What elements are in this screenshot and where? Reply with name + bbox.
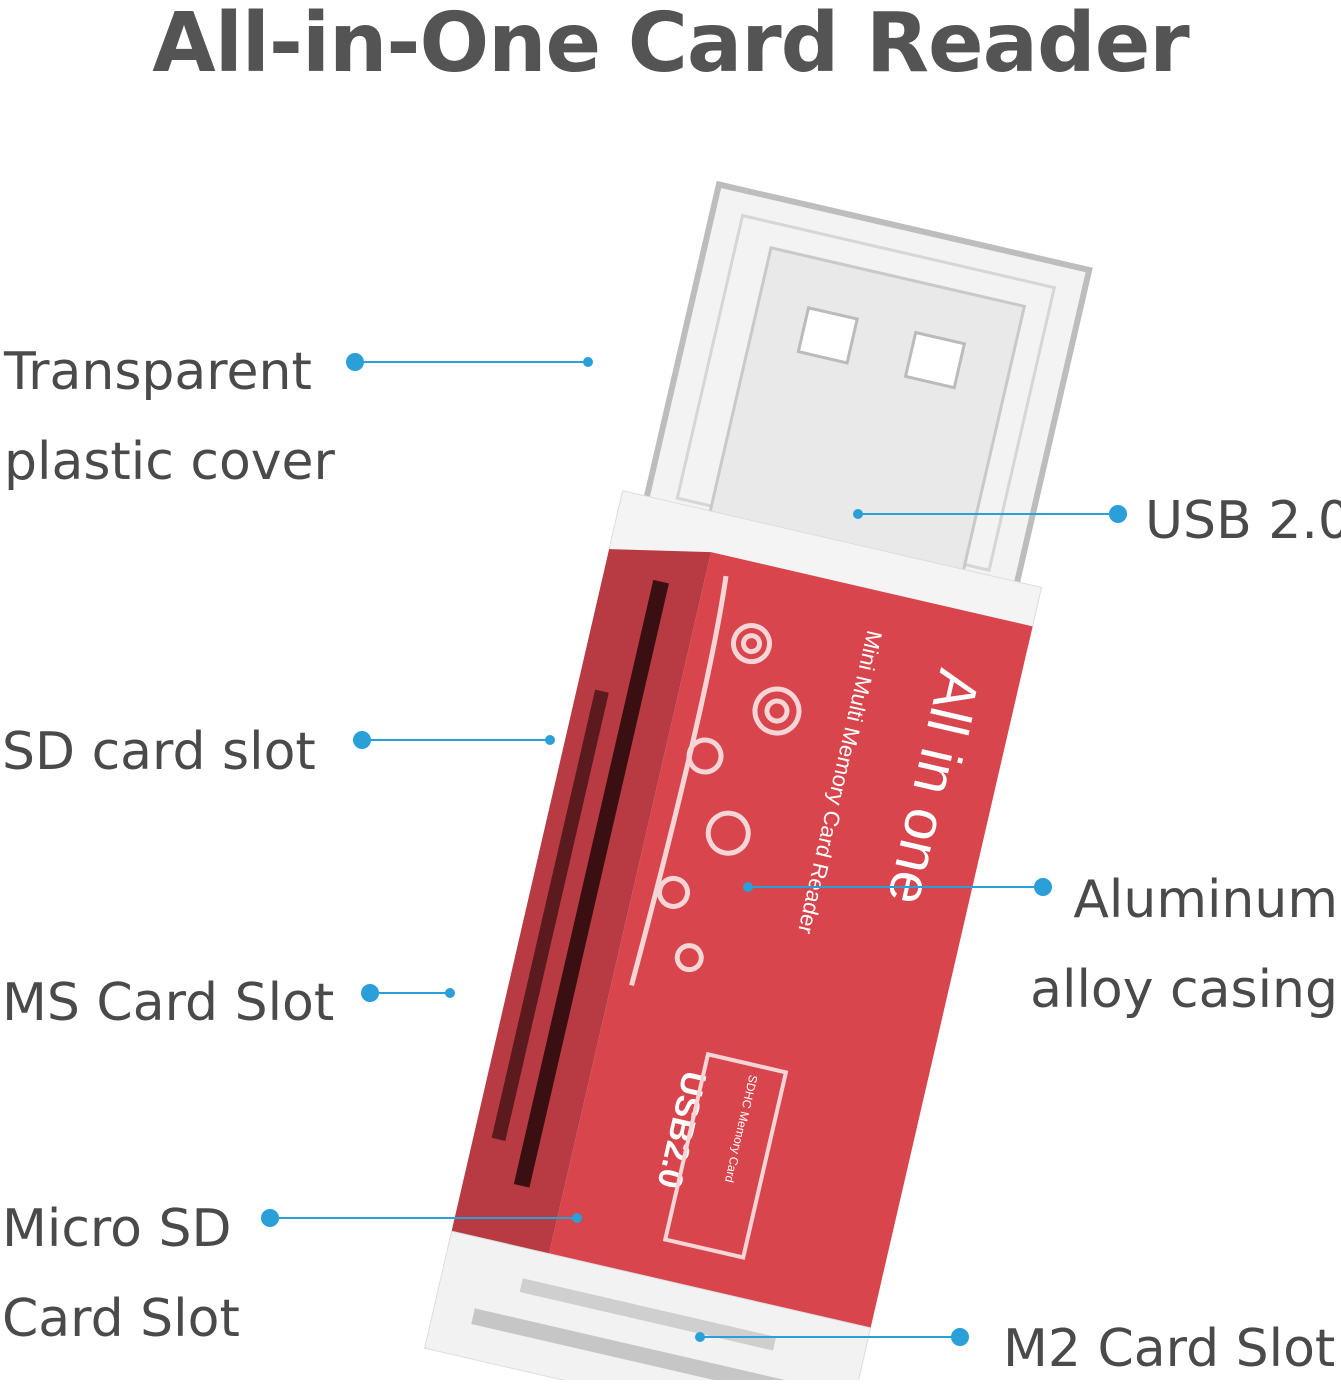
microsd-slot	[519, 1278, 777, 1351]
m2-slot	[471, 1308, 807, 1380]
label-usb: USB 2.0	[1145, 491, 1341, 551]
label-transparent-cover: Transparent plastic cover	[4, 342, 335, 492]
ms-slot	[491, 689, 609, 1141]
label-aluminum-casing: Aluminum alloy casing	[1030, 870, 1338, 1020]
label-microsd-slot: Micro SD Card Slot	[2, 1199, 240, 1349]
sd-slot	[513, 579, 669, 1188]
label-sd-slot: SD card slot	[2, 722, 316, 782]
callout-lines	[261, 353, 1127, 1346]
label-m2-slot: M2 Card Slot	[1003, 1319, 1336, 1379]
page-title: All-in-One Card Reader	[152, 0, 1190, 91]
aluminum-casing	[549, 552, 1033, 1328]
label-ms-slot: MS Card Slot	[2, 973, 335, 1033]
